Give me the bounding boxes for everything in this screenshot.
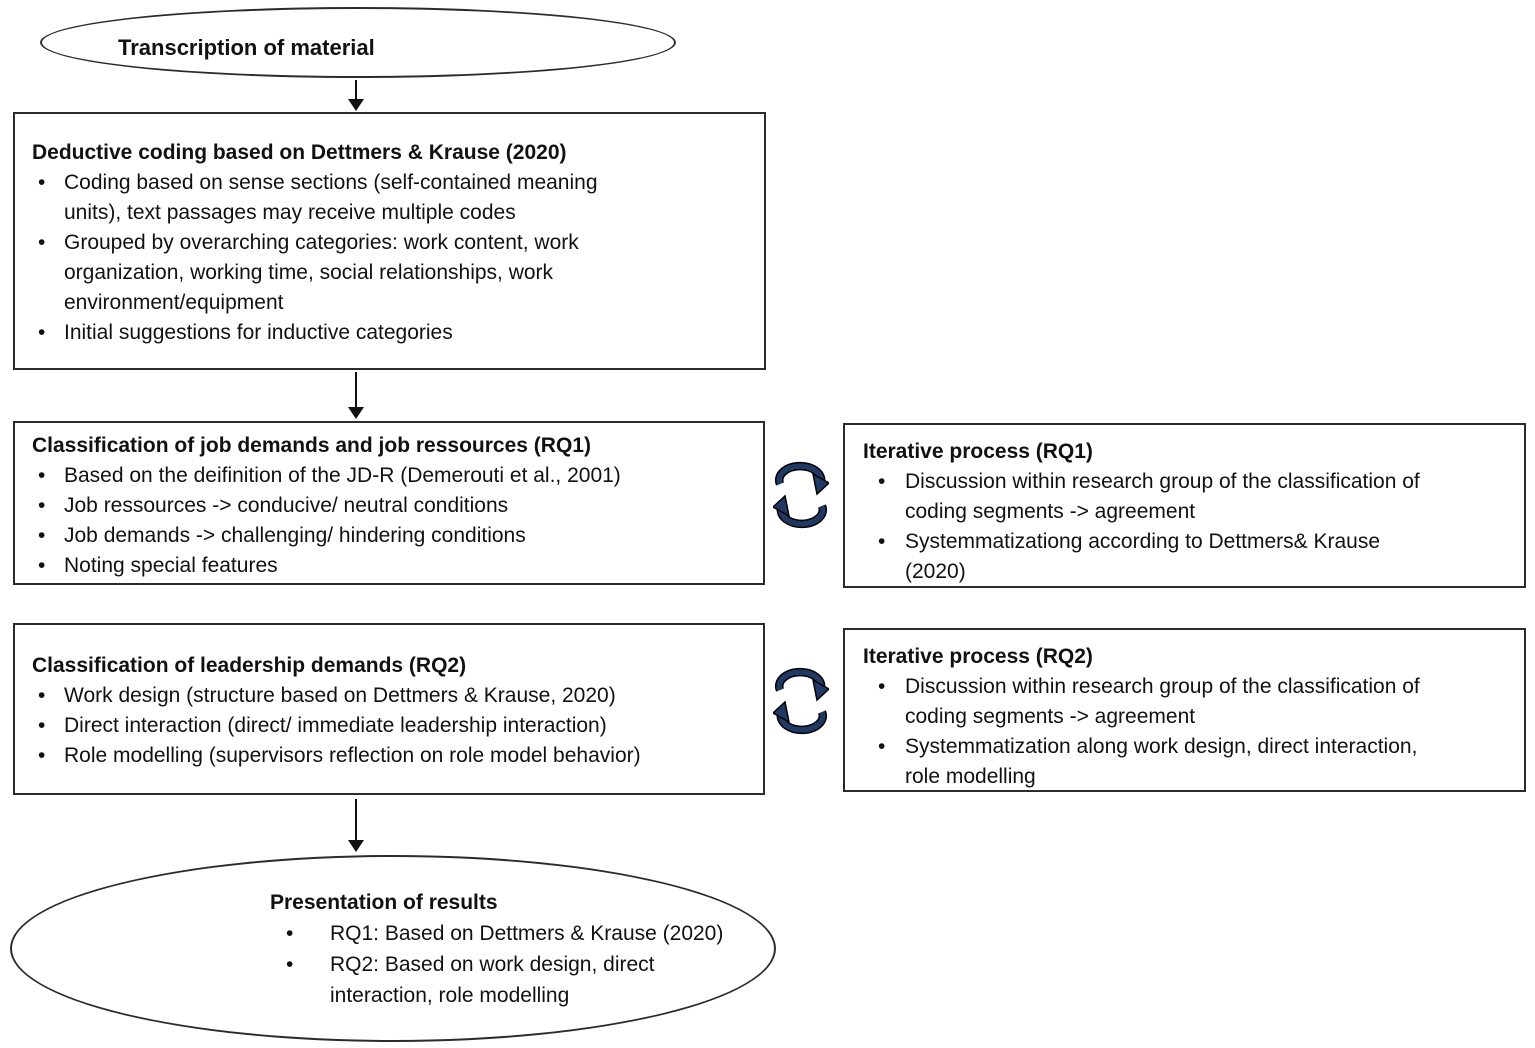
bullet-text: RQ2: Based on work design, direct intera… <box>330 953 655 1007</box>
arrow-shaft <box>355 80 357 100</box>
bullet-item: • Systemmatizationg according to Dettmer… <box>863 527 1510 587</box>
bullet-marker: • <box>38 171 46 194</box>
bullet-text: Work design (structure based on Dettmers… <box>64 684 616 707</box>
bullet-marker: • <box>878 470 886 493</box>
bullet-item: • RQ2: Based on work design, direct inte… <box>270 949 770 1011</box>
bullet-text: Job demands -> challenging/ hindering co… <box>64 524 526 547</box>
bullet-item: • Grouped by overarching categories: wor… <box>32 228 746 318</box>
bullet-text: Noting special features <box>64 554 278 577</box>
iterative-process-rq2-box: Iterative process (RQ2) • Discussion wit… <box>843 628 1526 792</box>
iterative-process-rq1-box: Iterative process (RQ1) • Discussion wit… <box>843 423 1526 588</box>
bullet-text: Systemmatizationg according to Dettmers&… <box>905 530 1381 583</box>
bullet-text: Discussion within research group of the … <box>905 470 1420 523</box>
box-heading: Presentation of results <box>270 891 498 914</box>
start-node-label: Transcription of material <box>118 35 375 60</box>
bullet-item: • Job ressources -> conducive/ neutral c… <box>32 491 745 521</box>
bullet-marker: • <box>878 675 886 698</box>
bullet-marker: • <box>38 321 46 344</box>
bullet-item: • Direct interaction (direct/ immediate … <box>32 711 745 741</box>
bullet-item: • Discussion within research group of th… <box>863 467 1510 527</box>
results-content: Presentation of results • RQ1: Based on … <box>270 887 770 1011</box>
bullet-item: • Coding based on sense sections (self-c… <box>32 168 746 228</box>
deductive-coding-box: Deductive coding based on Dettmers & Kra… <box>13 112 766 370</box>
bullet-text: Role modelling (supervisors reflection o… <box>64 744 641 767</box>
box-heading: Iterative process (RQ2) <box>863 645 1093 668</box>
arrow-down-3 <box>348 799 364 852</box>
bullet-item: • Noting special features <box>32 551 745 581</box>
bullet-text: Grouped by overarching categories: work … <box>64 231 579 314</box>
bullet-marker: • <box>38 464 46 487</box>
bullet-marker: • <box>878 735 886 758</box>
arrow-head-icon <box>348 99 364 111</box>
arrow-shaft <box>355 799 357 841</box>
bullet-item: • Role modelling (supervisors reflection… <box>32 741 745 771</box>
arrow-shaft <box>355 372 357 408</box>
bullet-marker: • <box>38 524 46 547</box>
arrow-down-1 <box>348 80 364 111</box>
bullet-item: • Systemmatization along work design, di… <box>863 732 1510 792</box>
bullet-item: • RQ1: Based on Dettmers & Krause (2020) <box>270 918 770 949</box>
box-heading: Classification of job demands and job re… <box>32 434 591 457</box>
bullet-marker: • <box>38 714 46 737</box>
bullet-marker: • <box>38 684 46 707</box>
bullet-marker: • <box>38 554 46 577</box>
bullet-text: Coding based on sense sections (self-con… <box>64 171 598 224</box>
arrow-down-2 <box>348 372 364 419</box>
bullet-text: Discussion within research group of the … <box>905 675 1420 728</box>
bullet-marker: • <box>286 953 294 976</box>
arrow-head-icon <box>348 840 364 852</box>
bullet-item: • Based on the deifinition of the JD-R (… <box>32 461 745 491</box>
bullet-marker: • <box>38 231 46 254</box>
arrow-head-icon <box>348 407 364 419</box>
bullet-text: Job ressources -> conducive/ neutral con… <box>64 494 509 517</box>
bullet-item: • Job demands -> challenging/ hindering … <box>32 521 745 551</box>
box-heading: Deductive coding based on Dettmers & Kra… <box>32 141 567 164</box>
bullet-item: • Work design (structure based on Dettme… <box>32 681 745 711</box>
bullet-text: Initial suggestions for inductive catego… <box>64 321 453 344</box>
results-node: Presentation of results • RQ1: Based on … <box>10 855 776 1042</box>
bullet-marker: • <box>286 922 294 945</box>
rq2-classification-box: Classification of leadership demands (RQ… <box>13 623 765 795</box>
bullet-marker: • <box>878 530 886 553</box>
start-node-transcription: Transcription of material <box>40 7 676 78</box>
bullet-text: Based on the deifinition of the JD-R (De… <box>64 464 621 487</box>
bullet-item: • Discussion within research group of th… <box>863 672 1510 732</box>
box-heading: Iterative process (RQ1) <box>863 440 1093 463</box>
bullet-item: • Initial suggestions for inductive cate… <box>32 318 746 348</box>
bullet-marker: • <box>38 744 46 767</box>
bullet-text: RQ1: Based on Dettmers & Krause (2020) <box>330 922 724 945</box>
cycle-arrows-icon <box>773 461 829 529</box>
rq1-classification-box: Classification of job demands and job re… <box>13 421 765 585</box>
box-heading: Classification of leadership demands (RQ… <box>32 654 467 677</box>
cycle-arrows-icon <box>773 667 829 735</box>
bullet-text: Direct interaction (direct/ immediate le… <box>64 714 607 737</box>
bullet-marker: • <box>38 494 46 517</box>
bullet-text: Systemmatization along work design, dire… <box>905 735 1418 788</box>
